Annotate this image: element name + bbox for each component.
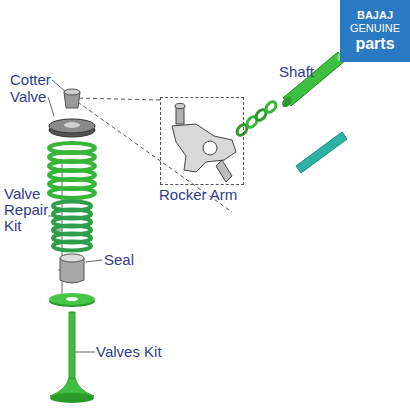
rocker-arm-box: Rocker Arm <box>160 97 244 185</box>
logo-text: parts <box>355 35 394 53</box>
valve-part <box>50 312 94 403</box>
rocker-arm-part <box>172 104 236 183</box>
inner-spring <box>53 202 91 251</box>
logo-text: BAJAJ <box>357 9 393 22</box>
leader-lines <box>48 80 102 352</box>
part-label: Seal <box>104 252 164 268</box>
part-label: Shaft <box>279 64 339 80</box>
brand-logo-box: BAJAJGENUINEparts <box>340 0 410 62</box>
spring-washer <box>49 293 95 307</box>
kit-label: Valves Kit <box>96 344 196 360</box>
logo-text: GENUINE <box>350 22 400 35</box>
part-label: Cotter <box>10 72 70 88</box>
teal-rod <box>296 132 347 173</box>
outer-spring <box>49 143 95 198</box>
node-heading: Rocker Arm <box>159 187 237 203</box>
retainer-disc <box>49 119 95 137</box>
kit-label: Valve Repair Kit <box>4 186 56 234</box>
cotter-part <box>64 89 80 108</box>
shaft-rings <box>235 100 278 137</box>
valve-seal <box>60 254 84 283</box>
part-label: Valve <box>10 89 70 105</box>
